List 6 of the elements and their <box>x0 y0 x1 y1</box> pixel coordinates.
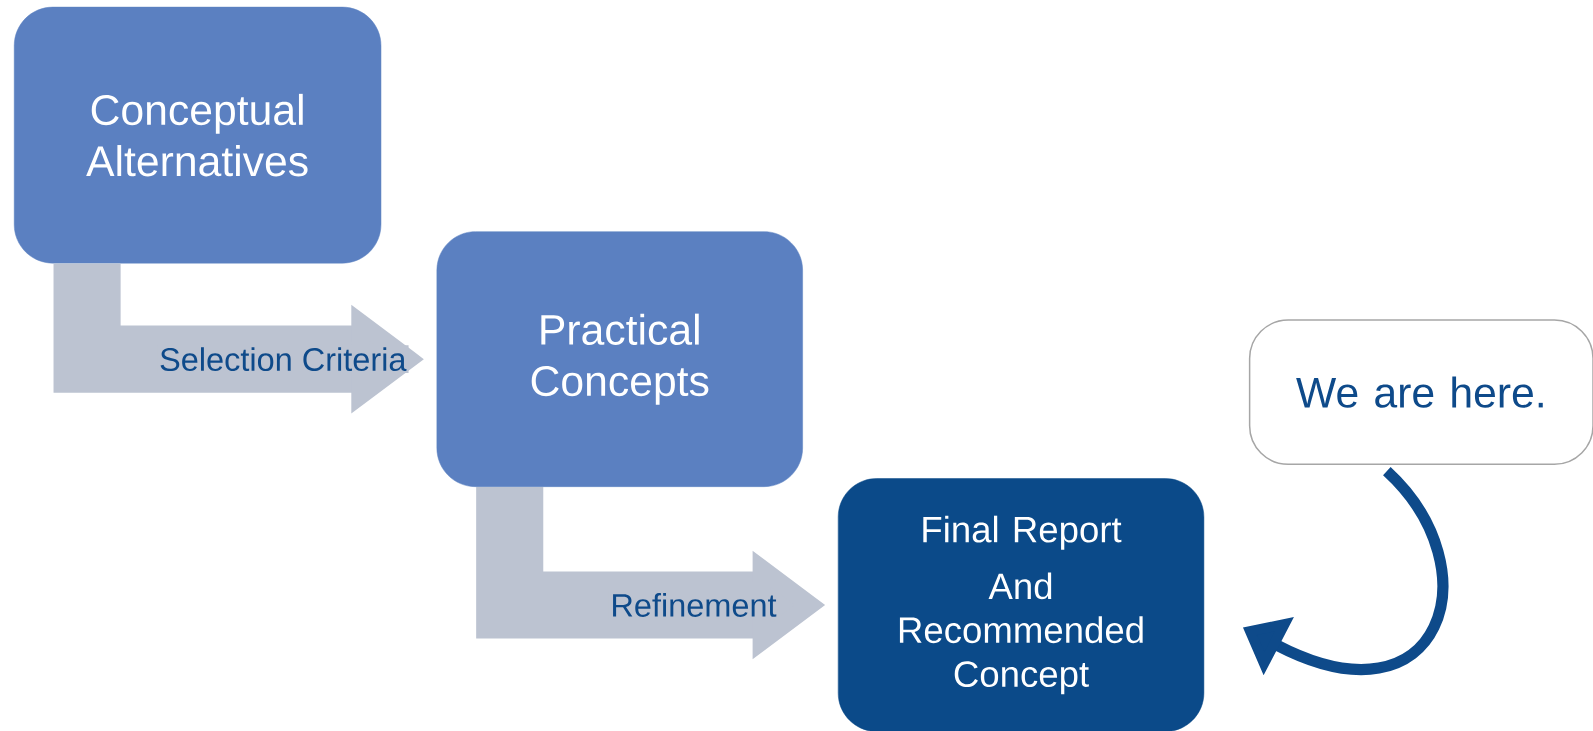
process-box: Final Report And Recommended Concept <box>837 478 1205 731</box>
edge-label: Selection Criteria <box>160 347 407 372</box>
edge-label: Refinement <box>613 593 777 617</box>
process-box: Practical Concepts <box>436 231 803 487</box>
callout-box: We are here. <box>1248 319 1593 466</box>
process-box: Conceptual Alternatives <box>13 6 382 264</box>
